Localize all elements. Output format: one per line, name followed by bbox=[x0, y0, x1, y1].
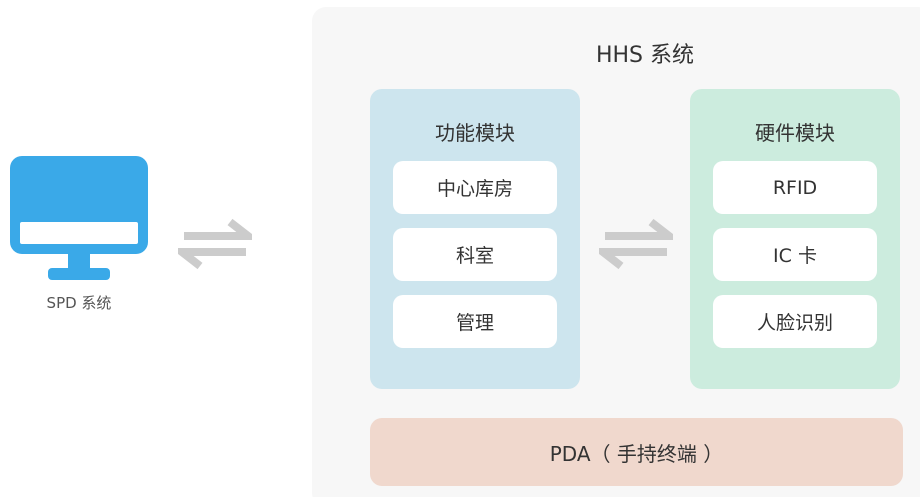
bidirectional-arrows-icon bbox=[178, 218, 252, 270]
function-module-item: 科室 bbox=[393, 228, 557, 281]
hardware-module-title: 硬件模块 bbox=[755, 121, 835, 145]
bidirectional-arrows-icon bbox=[599, 218, 673, 270]
hhs-system-title: HHS 系统 bbox=[595, 43, 695, 68]
function-module: 功能模块 中心库房 科室 管理 bbox=[370, 89, 580, 389]
hardware-module-item: IC 卡 bbox=[713, 228, 877, 281]
spd-system-node: SPD 系统 bbox=[0, 150, 160, 320]
function-module-item: 管理 bbox=[393, 295, 557, 348]
pda-terminal-bar: PDA（ 手持终端 ） bbox=[370, 418, 903, 486]
hardware-module-item: RFID bbox=[713, 161, 877, 214]
hardware-module-item: 人脸识别 bbox=[713, 295, 877, 348]
hardware-module: 硬件模块 RFID IC 卡 人脸识别 bbox=[690, 89, 900, 389]
function-module-item: 中心库房 bbox=[393, 161, 557, 214]
function-module-title: 功能模块 bbox=[435, 121, 515, 145]
spd-system-label: SPD 系统 bbox=[46, 294, 112, 312]
monitor-icon bbox=[10, 156, 148, 282]
